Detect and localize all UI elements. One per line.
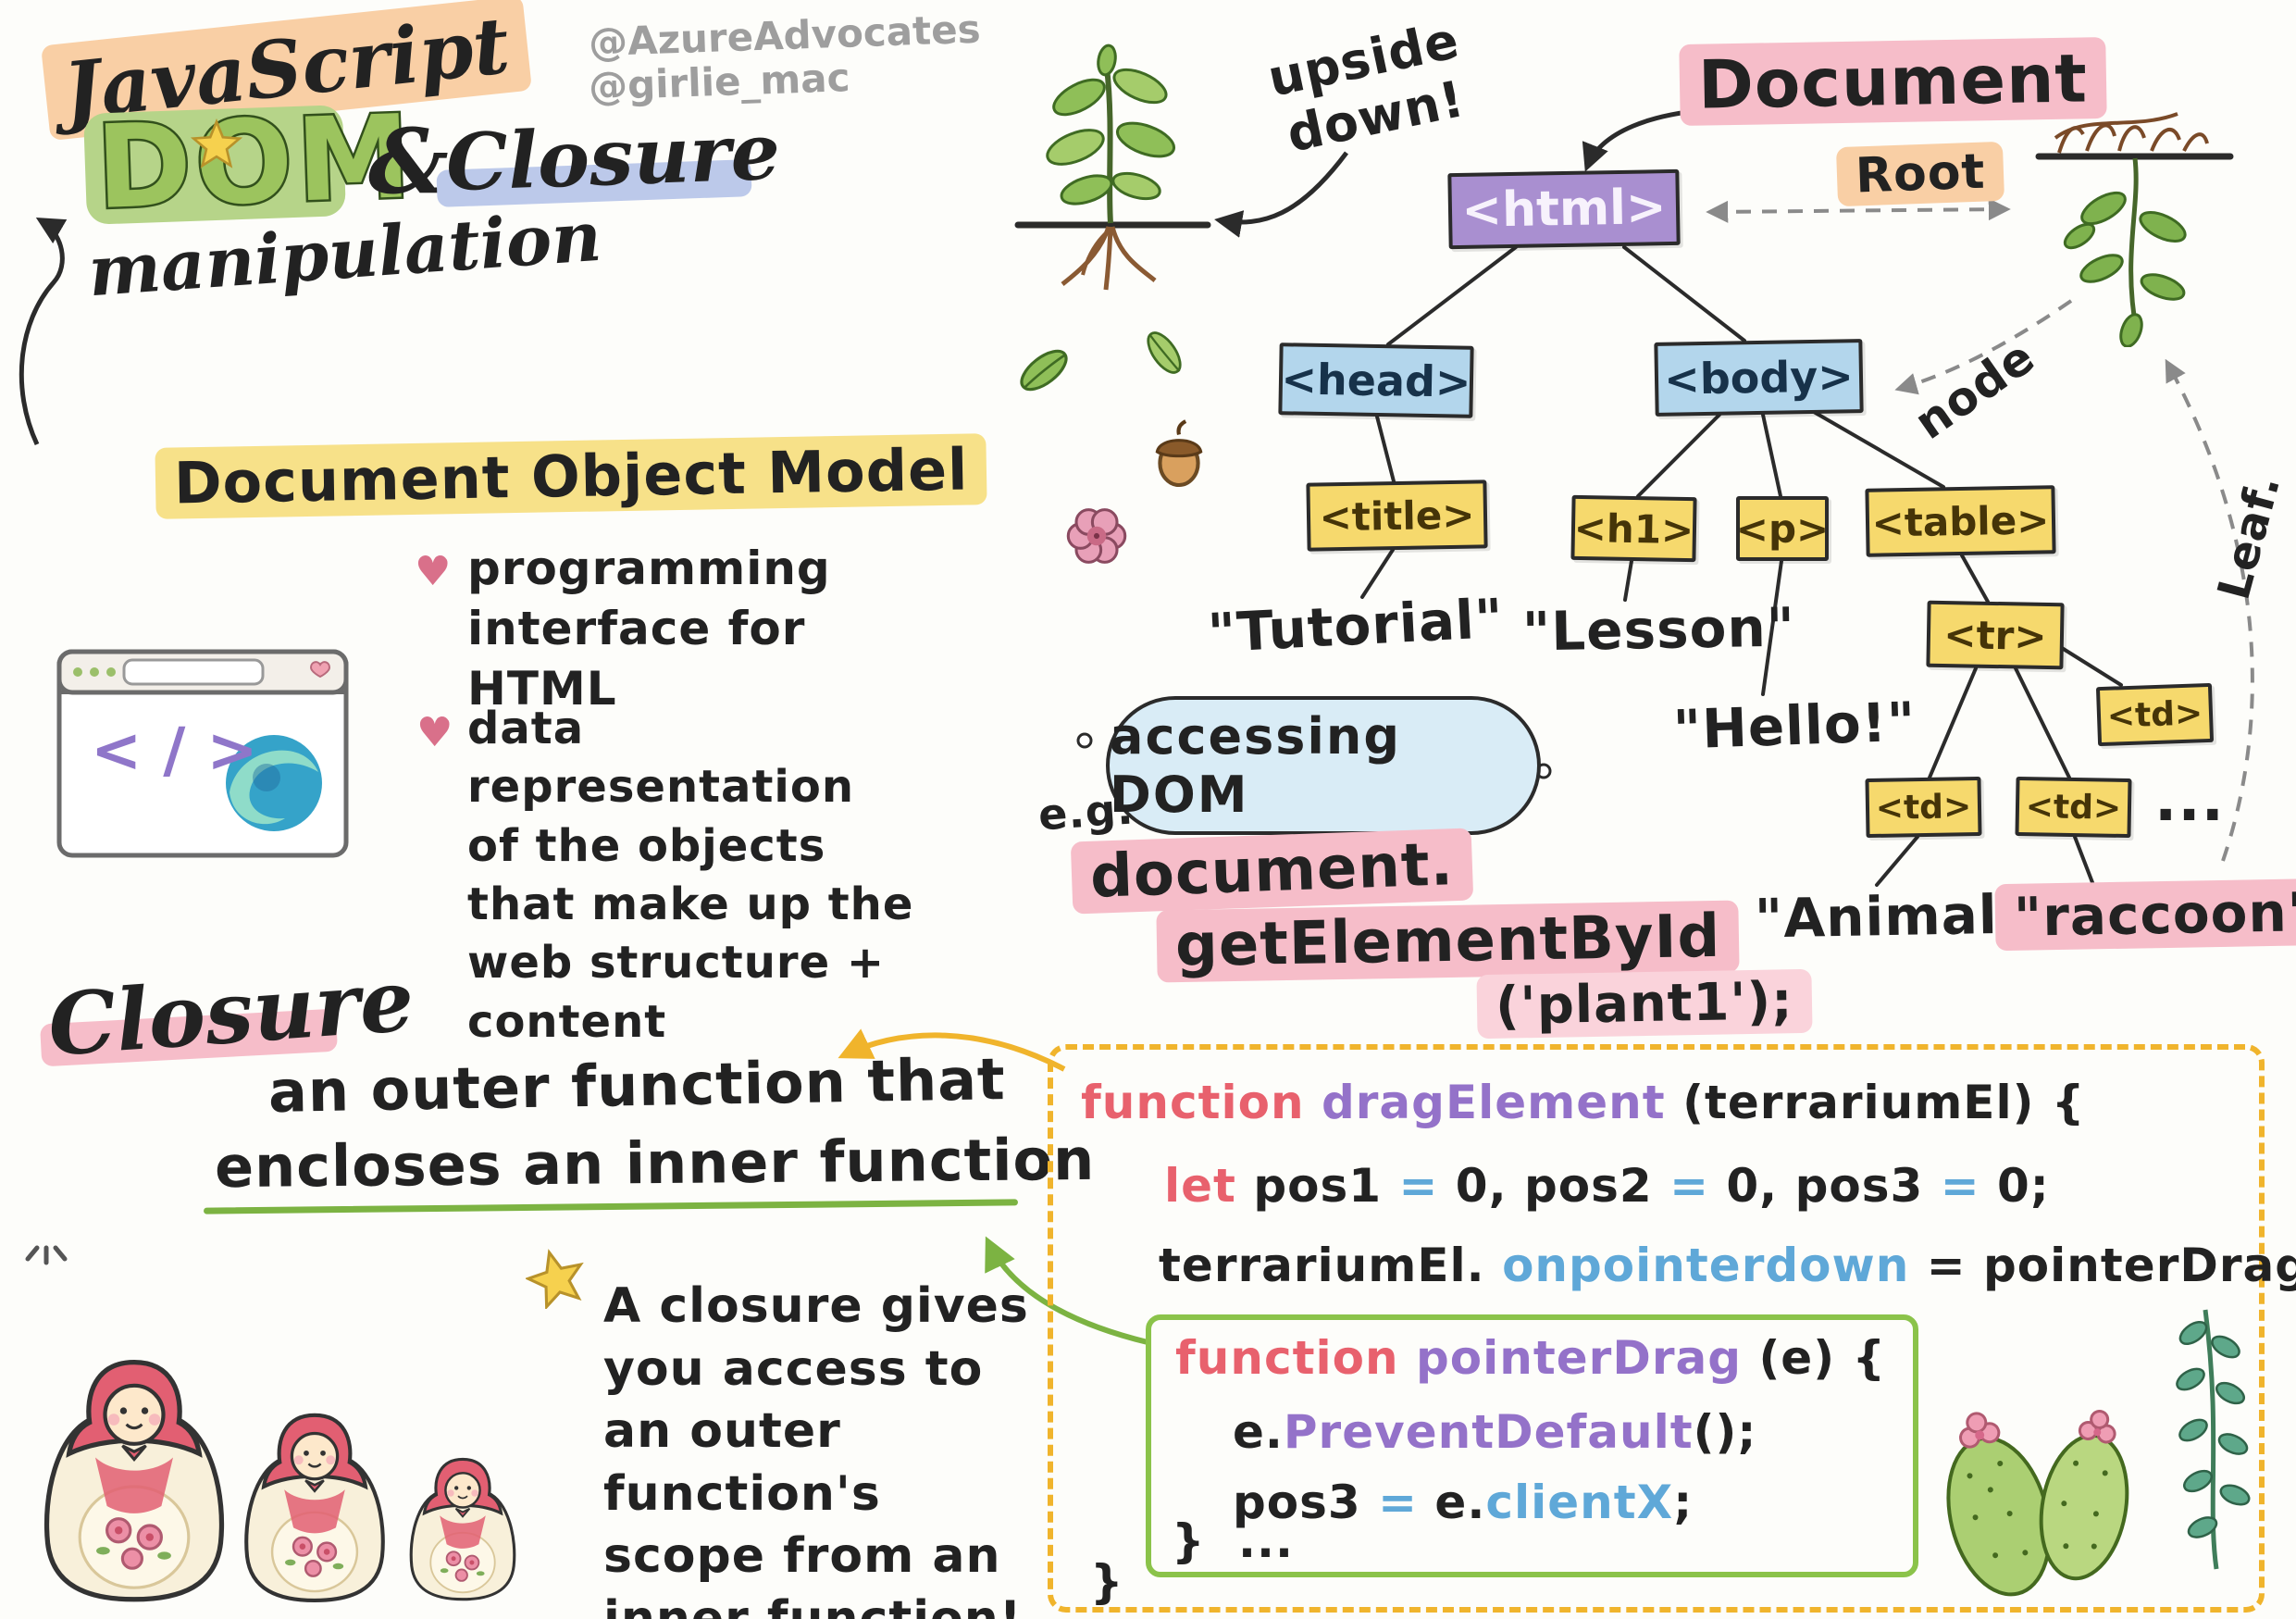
matryoshka-dolls-illustration: [37, 1214, 516, 1614]
acorn-icon: [1155, 419, 1203, 488]
text-animal: "Animal": [1754, 882, 2028, 951]
swirl-arrow-icon: [19, 217, 68, 446]
cloud-dot-icon: [1076, 732, 1093, 749]
heart-bullet-icon: ♥: [416, 709, 453, 756]
bullet-programming-interface: programming interface for HTML: [467, 542, 831, 716]
node-tr: <tr>: [1926, 600, 2065, 670]
green-arrow-inner-function: [985, 1236, 1148, 1345]
heart-icon: [309, 661, 331, 679]
leaf-icon: [1020, 349, 1068, 392]
text-raccoon: "raccoon": [1994, 878, 2296, 952]
code-document-line: document.: [1070, 828, 1474, 915]
arrow-upsidedown-to-plant: [1214, 151, 1349, 238]
outer-close-brace: }: [1090, 1555, 1124, 1609]
star-icon: [191, 118, 242, 168]
star-icon: [526, 1249, 584, 1309]
subtitle-document-object-model: Document Object Model: [155, 433, 987, 519]
code-plant1-line: ('plant1');: [1476, 968, 1813, 1040]
dashed-arrow-node: [1894, 299, 2073, 395]
accessing-dom-cloud: accessing DOM: [1106, 672, 1541, 835]
plant-with-roots-illustration: [1014, 44, 1211, 291]
cactus-illustration: [1946, 1409, 2129, 1597]
hanging-plant-illustration: [2035, 112, 2234, 347]
bullet-data-representation: data representation of the objects that …: [467, 703, 914, 1048]
code-inner-box: [1146, 1314, 1918, 1577]
node-head: <head>: [1278, 342, 1474, 418]
yellow-arrow-outer-function: [838, 1028, 1066, 1072]
leaf-icon: [1147, 331, 1182, 374]
closure-definition-line2: encloses an inner function: [214, 1125, 1096, 1202]
node-h1: <h1>: [1570, 494, 1697, 563]
sparkle-icon: [25, 1245, 68, 1265]
browser-illustration: [56, 649, 349, 858]
dashed-arrow-leaf: [2165, 358, 2254, 862]
closure-definition-line1: an outer function that: [267, 1045, 1007, 1126]
edge-logo-icon: [226, 735, 322, 831]
code-outer-box: [1048, 1044, 2265, 1613]
root-label: Root: [1835, 141, 2005, 207]
inner-close-brace: }: [1172, 1514, 1206, 1568]
tree-edges: [1360, 245, 2123, 887]
text-hello: "Hello!": [1671, 690, 1917, 762]
dashed-arrow-root: [1706, 198, 2011, 223]
code-getelementbyid-line: getElementById: [1156, 900, 1740, 983]
branch-illustration: [2176, 1309, 2251, 1570]
browser-code-glyph: < / >: [91, 715, 258, 786]
text-lesson: "Lesson": [1521, 595, 1796, 664]
title-ampersand: &: [368, 109, 449, 214]
inner-code-ellipsis: ...: [1238, 1514, 1294, 1568]
code-line-1: function dragElement (terrariumEl) {: [1081, 1076, 2086, 1129]
author-handle-2: @girlie_mac: [588, 55, 851, 109]
inner-code-line-2: e.PreventDefault();: [1233, 1405, 1757, 1459]
closure-note: A closure gives you access to an outer f…: [603, 1278, 1029, 1619]
cloud-label: accessing DOM: [1110, 707, 1401, 824]
node-html: <html>: [1447, 168, 1681, 250]
eg-label: e.g.: [1036, 783, 1136, 841]
node-title: <title>: [1306, 479, 1488, 552]
node-table: <table>: [1865, 485, 2056, 557]
page-title-closure: Closure: [444, 105, 782, 209]
node-td-2: <td>: [2015, 776, 2132, 839]
node-body: <body>: [1654, 339, 1864, 417]
inner-code-line-1: function pointerDrag (e) {: [1175, 1331, 1887, 1385]
code-line-3: terrariumEl. onpointerdown = pointerDrag…: [1159, 1239, 2296, 1292]
inner-code-line-3: pos3 = e.clientX;: [1233, 1476, 1694, 1529]
node-td-3: <td>: [2095, 682, 2215, 747]
flower-icon: [1066, 508, 1127, 564]
node-td-1: <td>: [1865, 776, 1982, 839]
node-p: <p>: [1736, 496, 1829, 561]
heart-bullet-icon: ♥: [415, 548, 452, 595]
tree-ellipsis: ...: [2154, 766, 2225, 835]
code-line-2: let pos1 = 0, pos2 = 0, pos3 = 0;: [1164, 1159, 2050, 1213]
